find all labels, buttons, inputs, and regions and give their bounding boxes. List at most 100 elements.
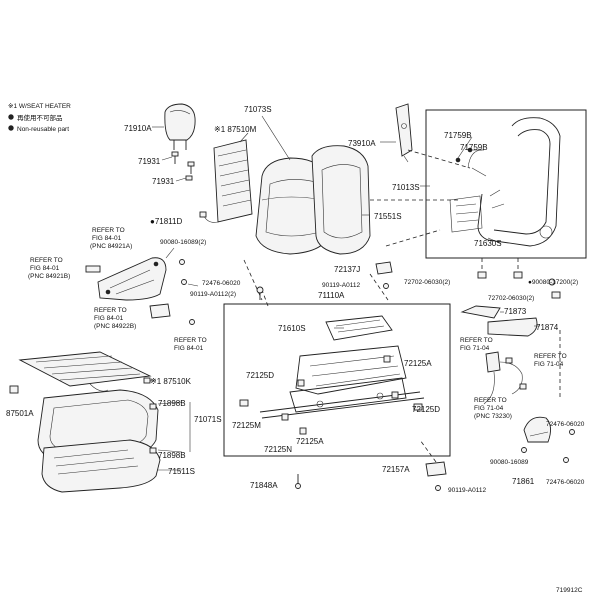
label-87510K: ※1 87510K [150,377,192,386]
label-71861: 71861 [512,477,535,486]
legend-nonreusable-note: Non-reusable part [17,126,69,133]
seatbelt-buckle-drawing [483,351,527,405]
label-90119-A0112: 90119-A0112 [322,282,360,289]
label-72125M: 72125M [232,421,261,430]
label-71898B: 71898B [158,451,186,460]
label-71013S: 71013S [392,183,420,192]
label-72125N: 72125N [264,445,292,454]
frame-bolt-drawing [477,271,561,299]
svg-text:FIG 84-01: FIG 84-01 [94,315,124,322]
svg-text:REFER TO: REFER TO [174,337,207,344]
bracket-drawing [375,261,393,289]
svg-text:FIG 84-01: FIG 84-01 [92,235,122,242]
label-72137J: 72137J [334,265,360,274]
legend-reuse-note: 再使用不可部品 [17,113,63,122]
label-71874: 71874 [536,323,559,332]
label-71931: 71931 [138,157,161,166]
refer-fig-84-01-pnc-84922b[interactable]: REFER TO FIG 84-01 (PNC 84922B) [94,307,136,330]
label-72125A: 72125A [296,437,324,446]
seatback-cover-drawing [255,157,331,255]
legend-heater-note: ※1 W/SEAT HEATER [8,103,71,110]
connector-drawing [9,377,157,454]
label-90080-17200-2: ●90080-17200(2) [528,279,578,286]
label-72157A: 72157A [382,465,410,474]
label-72125A: 72125A [404,359,432,368]
bolt-drawing [256,286,264,300]
svg-text:REFER TO: REFER TO [30,257,63,264]
refer-fig-84-01-pnc-84921a[interactable]: REFER TO FIG 84-01 (PNC 84921A) [90,227,132,250]
label-71511S: 71511S [168,467,195,476]
seatback-frame-drawing [449,117,561,247]
refer-fig-71-04[interactable]: REFER TO FIG 71-04 [460,337,493,352]
label-71811D: ●71811D [150,217,182,226]
svg-text:FIG 71-04: FIG 71-04 [474,405,504,412]
label-90080-16089-2: 90080-16089(2) [160,239,206,246]
refer-fig-71-04[interactable]: REFER TO FIG 71-04 [534,353,567,368]
label-71759B: 71759B [444,131,472,140]
seatback-frame-box [425,109,587,259]
switch-knob-drawing [85,259,195,325]
svg-text:FIG 84-01: FIG 84-01 [174,345,204,352]
label-72125D: 72125D [412,405,440,414]
svg-text:(PNC 84922B): (PNC 84922B) [94,323,136,330]
diagram-id: 719912C [556,587,583,594]
label-73910A: 73910A [348,139,376,148]
nonreusable-dot-icon [8,114,14,120]
label-71898B: 71898B [158,399,186,408]
label-72702-06030-2: 72702-06030(2) [488,295,534,302]
label-72125D: 72125D [246,371,274,380]
label-71910A: 71910A [124,124,152,133]
refer-fig-84-01[interactable]: REFER TO FIG 84-01 [174,337,207,352]
seatback-heater-drawing [199,139,253,223]
label-71630S: 71630S [474,239,502,248]
seat-track-box [223,303,451,457]
label-72476-06020: 72476-06020 [546,479,585,486]
label-72702-06030-2: 72702-06030(2) [404,279,450,286]
label-87501A: 87501A [6,409,34,418]
refer-fig-84-01-pnc-84921b[interactable]: REFER TO FIG 84-01 (PNC 84921B) [28,257,70,280]
svg-text:REFER TO: REFER TO [534,353,567,360]
refer-fig-71-04-pnc-73230[interactable]: REFER TO FIG 71-04 (PNC 73230) [474,397,512,420]
nonreusable-dot-icon [8,125,14,131]
cushion-heater-drawing [18,351,152,392]
headrest-drawing [164,103,196,150]
bottom-clip-drawing [295,461,447,491]
label-72476-06020: 72476-06020 [202,280,241,287]
svg-text:FIG 71-04: FIG 71-04 [534,361,564,368]
label-90119-A0112: 90119-A0112 [448,487,486,494]
label-71110A: 71110A [318,291,345,300]
svg-text:(PNC 84921B): (PNC 84921B) [28,273,70,280]
track-clip-drawing [239,355,423,435]
side-shield-drawing [460,305,538,337]
svg-text:REFER TO: REFER TO [460,337,493,344]
label-90080-16089: 90080-16089 [490,459,529,466]
label-71551S: 71551S [374,212,402,221]
label-71931: 71931 [152,177,175,186]
label-71073S: 71073S [244,105,272,114]
svg-text:(PNC 73230): (PNC 73230) [474,413,512,420]
label-71610S: 71610S [278,324,306,333]
cushion-pad-drawing [41,439,161,493]
svg-text:REFER TO: REFER TO [92,227,125,234]
label-87510M: ※1 87510M [214,125,257,134]
recliner-cover-drawing [521,416,575,463]
label-71848A: 71848A [250,481,278,490]
left-side-shield-drawing [97,257,167,301]
seatback-pad-drawing [311,145,371,255]
seat-cushion-frame-drawing [259,315,425,419]
label-71759B: 71759B [460,143,488,152]
label-90119-A0112-2: 90119-A0112(2) [190,291,236,298]
label-71071S: 71071S [194,415,222,424]
screw-icon [455,157,461,163]
headrest-guide-drawing [171,151,195,181]
svg-text:FIG 84-01: FIG 84-01 [30,265,60,272]
svg-text:FIG 71-04: FIG 71-04 [460,345,490,352]
label-71873: 71873 [504,307,527,316]
label-72476-06020: 72476-06020 [546,421,585,428]
svg-text:(PNC 84921A): (PNC 84921A) [90,243,132,250]
svg-text:REFER TO: REFER TO [474,397,507,404]
svg-text:REFER TO: REFER TO [94,307,127,314]
belt-guide-drawing [395,103,413,163]
